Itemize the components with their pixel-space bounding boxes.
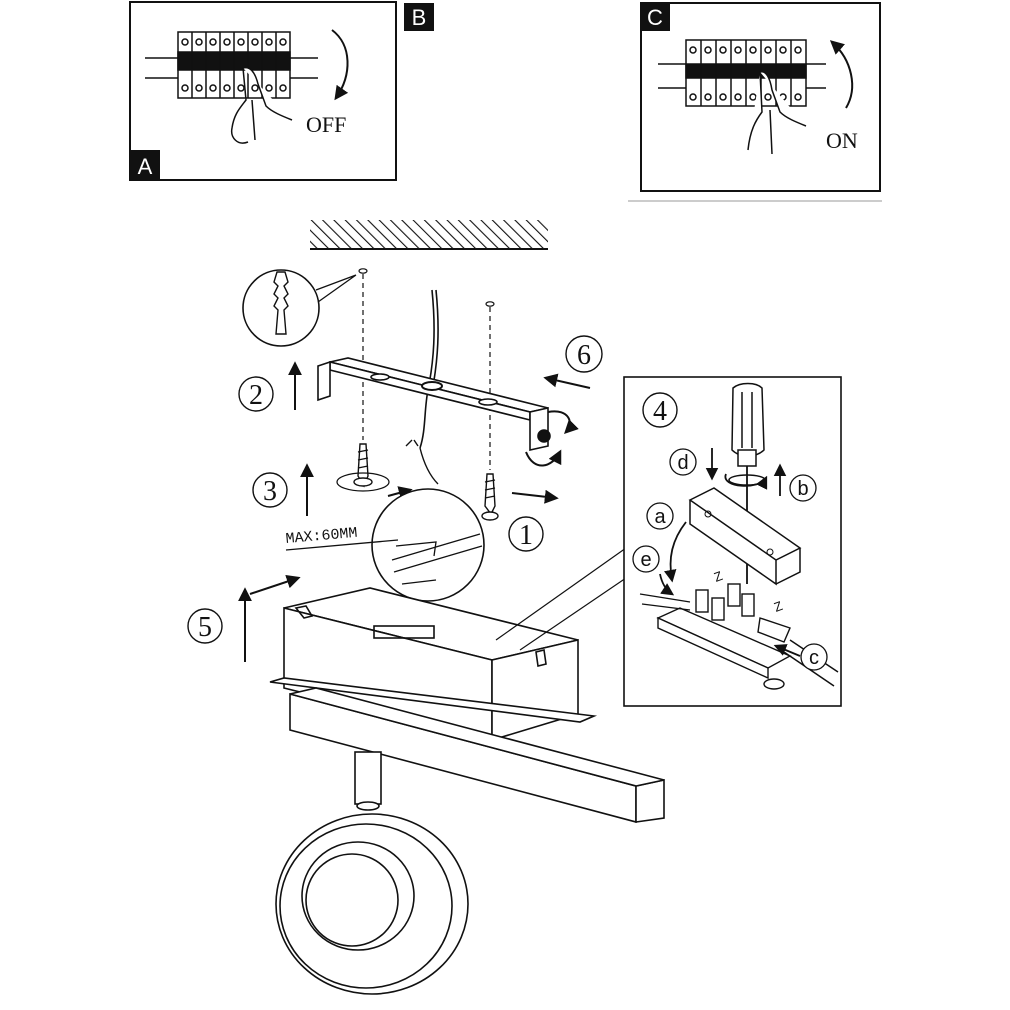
breaker-on-panel: C ON (628, 2, 882, 202)
step-badges: 2 3 1 5 6 (187, 335, 603, 644)
bracket-rotate-arrows (525, 373, 591, 467)
breaker-off-panel: B A OFF (129, 1, 434, 181)
step-badge-2: 2 (238, 376, 274, 412)
ceiling-hatch (310, 220, 548, 248)
screw-right (481, 473, 499, 521)
tag-b-box (404, 3, 434, 31)
arrow-step-6 (543, 373, 591, 389)
terminal-block (656, 583, 792, 690)
screw-left (336, 443, 390, 492)
wire-ends (405, 439, 439, 485)
arrow-cable-strip (387, 486, 413, 500)
label-d: d (677, 452, 688, 474)
terminal-detail-panel: 4 (623, 376, 842, 707)
step-arrows (238, 361, 559, 662)
breaker-row-off (145, 31, 318, 99)
arrow-c (773, 644, 801, 657)
label-a: a (654, 506, 666, 528)
arrow-step-5-side (249, 574, 301, 595)
rotate-down-arrow-icon (331, 29, 349, 101)
hand-icon (747, 70, 807, 155)
max-length-label: MAX:60MM (285, 525, 358, 548)
step-2-label: 2 (249, 380, 263, 411)
tag-c-box (640, 3, 670, 31)
step-badge-6: 6 (565, 335, 603, 373)
output-wires (639, 593, 691, 611)
lamp-head (275, 751, 469, 995)
wall-plug-detail (242, 269, 357, 347)
on-label: ON (826, 128, 858, 153)
ceiling (310, 220, 548, 250)
wall-plug-icon (273, 271, 289, 335)
label-c: c (809, 647, 819, 669)
arrow-a-curve (664, 521, 687, 583)
tag-b-label: B (412, 5, 427, 30)
step-1-label: 1 (519, 520, 533, 551)
label-e: e (640, 549, 651, 571)
cable-strip-detail: MAX:60MM (285, 488, 485, 602)
max-length-leader (285, 539, 399, 551)
tag-c-label: C (647, 5, 663, 30)
step-badge-1: 1 (508, 516, 544, 552)
step-4-label: 4 (653, 396, 667, 427)
rotate-up-arrow-icon (829, 40, 854, 109)
drill-guides (358, 268, 495, 470)
label-b: b (797, 478, 808, 500)
terminal-cover (688, 487, 802, 586)
hand-icon (230, 66, 293, 144)
step-badge-3: 3 (252, 472, 288, 508)
tag-a-label: A (138, 154, 153, 179)
tag-a-box (130, 150, 160, 180)
off-label: OFF (306, 112, 346, 137)
terminal-letter-badges: d b a e c (632, 448, 828, 671)
step-badge-5: 5 (187, 608, 223, 644)
step-5-label: 5 (198, 612, 212, 643)
step-6-label: 6 (577, 340, 591, 371)
step-3-label: 3 (263, 476, 277, 507)
breaker-row-on (658, 39, 826, 107)
light-arm (269, 677, 665, 824)
detail-callout-lines (495, 547, 627, 651)
arrow-step-1 (511, 489, 559, 504)
arrow-screw-turn (724, 473, 768, 490)
arrow-e (659, 573, 675, 596)
supply-cable (419, 289, 439, 449)
mounting-bracket (317, 357, 551, 451)
